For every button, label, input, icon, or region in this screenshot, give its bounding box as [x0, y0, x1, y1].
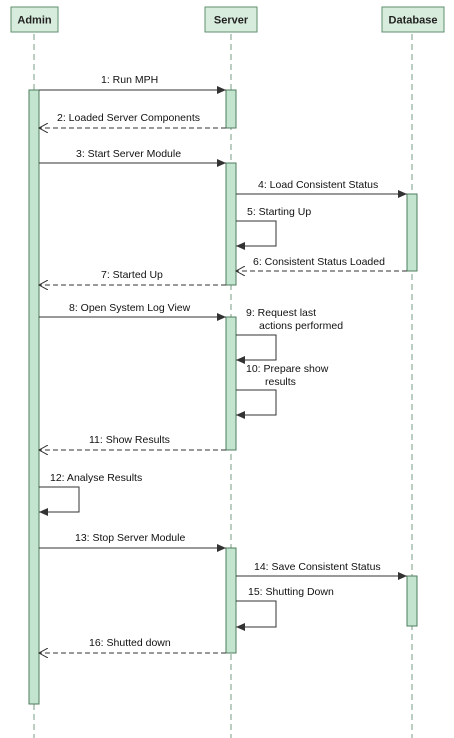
actor-admin-label: Admin: [17, 15, 52, 27]
actor-admin: Admin: [10, 6, 59, 33]
message-3: 3: Start Server Module: [39, 148, 226, 167]
message-10-label-line-1: 10: Prepare show: [246, 363, 329, 375]
message-13-label: 13: Stop Server Module: [75, 532, 185, 544]
message-5-label: 5: Starting Up: [247, 206, 311, 218]
activation-server-3: [225, 316, 237, 451]
message-3-label: 3: Start Server Module: [76, 148, 181, 160]
message-15: 15: Shutting Down: [236, 586, 334, 631]
message-9-label-line-2: actions performed: [259, 320, 343, 332]
message-2-label: 2: Loaded Server Components: [57, 112, 200, 124]
message-11-label: 11: Show Results: [89, 434, 170, 446]
message-9: 9: Request last actions performed: [236, 307, 343, 364]
message-1-label: 1: Run MPH: [101, 74, 158, 86]
actor-database: Database: [381, 6, 445, 33]
message-6: 6: Consistent Status Loaded: [236, 256, 407, 271]
message-9-label-line-1: 9: Request last: [246, 307, 316, 319]
message-16-label: 16: Shutted down: [89, 637, 171, 649]
message-12: 12: Analyse Results: [39, 472, 142, 516]
message-13: 13: Stop Server Module: [39, 532, 226, 552]
message-10: 10: Prepare show results: [236, 363, 329, 419]
message-14: 14: Save Consistent Status: [236, 561, 407, 580]
message-7: 7: Started Up: [39, 269, 226, 285]
message-8-label: 8: Open System Log View: [69, 302, 191, 314]
message-16: 16: Shutted down: [39, 637, 226, 653]
message-6-label: 6: Consistent Status Loaded: [253, 256, 385, 268]
actor-database-label: Database: [389, 15, 438, 27]
activation-server-1: [225, 89, 237, 129]
message-14-label: 14: Save Consistent Status: [254, 561, 381, 573]
message-4-label: 4: Load Consistent Status: [258, 179, 378, 191]
message-8: 8: Open System Log View: [39, 302, 226, 321]
message-10-label-line-2: results: [265, 376, 296, 388]
message-12-label: 12: Analyse Results: [50, 472, 142, 484]
message-1: 1: Run MPH: [39, 74, 226, 94]
activation-admin: [28, 89, 40, 705]
message-11: 11: Show Results: [39, 434, 226, 450]
activation-server-4: [225, 547, 237, 654]
message-15-label: 15: Shutting Down: [248, 586, 334, 598]
activation-server-2: [225, 162, 237, 286]
message-2: 2: Loaded Server Components: [39, 112, 226, 128]
message-4: 4: Load Consistent Status: [236, 179, 407, 198]
actor-server: Server: [204, 6, 258, 33]
activation-database-2: [406, 575, 418, 627]
message-7-label: 7: Started Up: [101, 269, 163, 281]
message-5: 5: Starting Up: [236, 206, 311, 250]
actor-server-label: Server: [214, 15, 249, 27]
activation-database-1: [406, 193, 418, 272]
